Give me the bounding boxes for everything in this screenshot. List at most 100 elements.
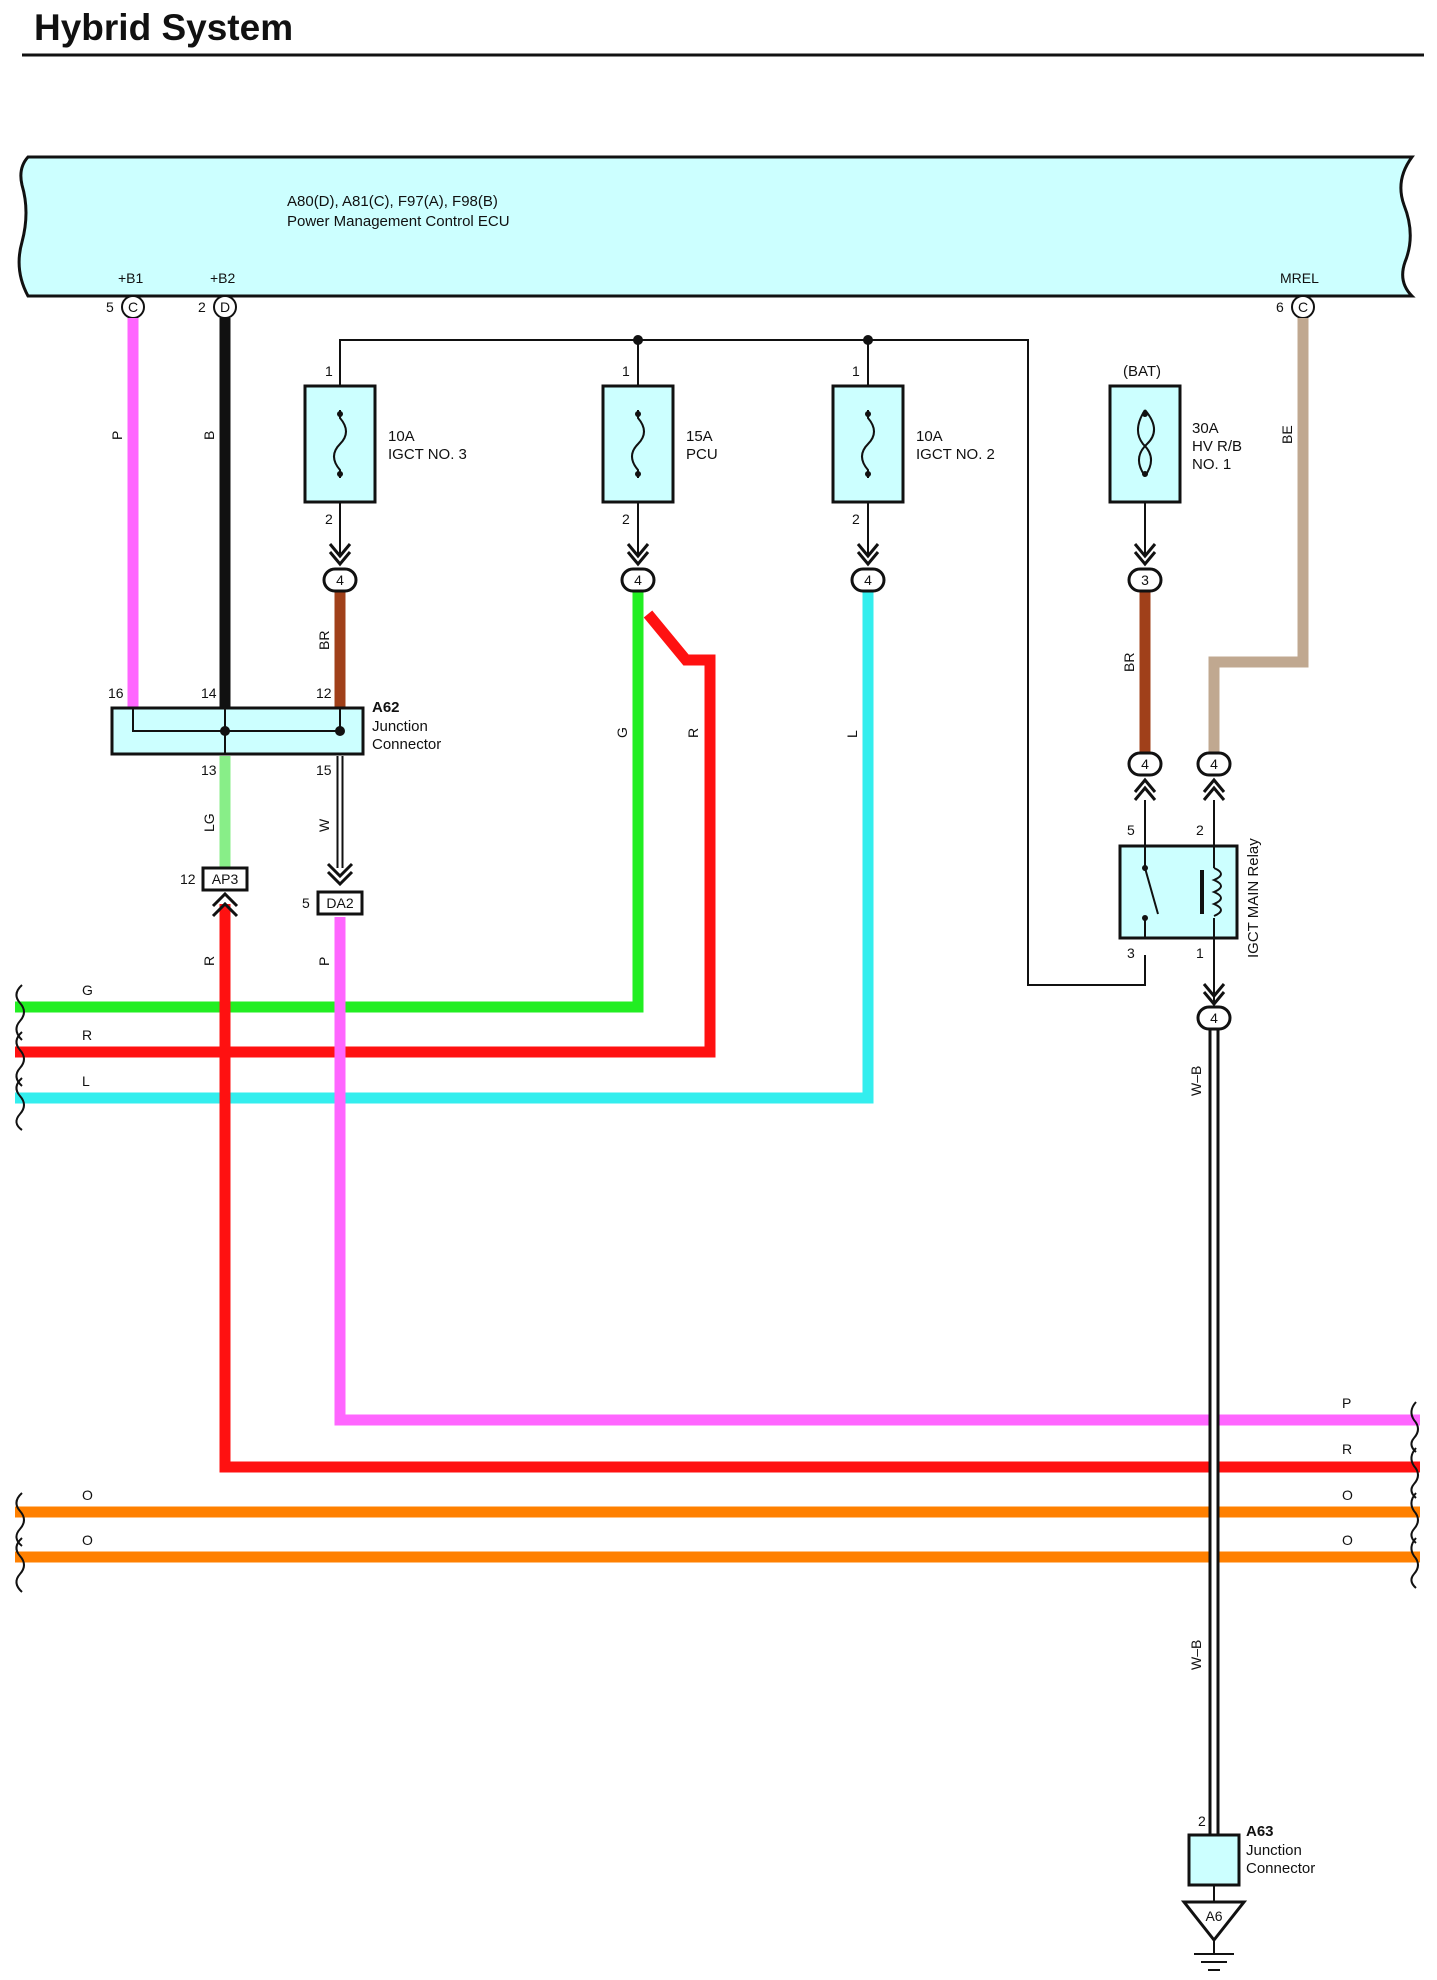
svg-text:5: 5 bbox=[106, 299, 114, 315]
splice-point bbox=[863, 335, 873, 345]
wire-cyan-igct2 bbox=[15, 592, 874, 1104]
svg-text:3: 3 bbox=[1127, 945, 1135, 961]
svg-text:14: 14 bbox=[201, 685, 217, 701]
svg-text:A63: A63 bbox=[1246, 1823, 1274, 1840]
wire-label: W bbox=[316, 818, 332, 832]
svg-text:IGCT MAIN Relay: IGCT MAIN Relay bbox=[1245, 838, 1262, 958]
wire-label: R bbox=[1342, 1441, 1352, 1457]
svg-text:13: 13 bbox=[201, 762, 217, 778]
svg-text:Junction: Junction bbox=[372, 718, 428, 735]
svg-text:PCU: PCU bbox=[686, 446, 718, 463]
fuse-leads bbox=[339, 386, 1146, 555]
wire-label: LG bbox=[201, 813, 217, 832]
ecu-block bbox=[17, 155, 1416, 298]
wire-label: P bbox=[1342, 1395, 1351, 1411]
svg-text:AP3: AP3 bbox=[212, 871, 239, 887]
wire-red-ap3 bbox=[219, 904, 1420, 1473]
svg-text:30A: 30A bbox=[1192, 420, 1219, 437]
fuse-igct-no2: 1 2 10A IGCT NO. 2 bbox=[831, 363, 995, 527]
wire-label: R bbox=[201, 956, 217, 966]
svg-text:A62: A62 bbox=[372, 699, 400, 716]
svg-text:A6: A6 bbox=[1205, 1908, 1222, 1924]
wire-label: P bbox=[316, 957, 332, 966]
wire-label: L bbox=[82, 1073, 90, 1089]
svg-text:4: 4 bbox=[336, 572, 344, 588]
splice-point bbox=[633, 335, 643, 345]
svg-text:2: 2 bbox=[1196, 822, 1204, 838]
wire-label: O bbox=[82, 1487, 93, 1503]
connector-da2: DA2 5 bbox=[302, 862, 364, 916]
supply-bus bbox=[339, 339, 1146, 986]
igct-main-relay: 5 2 3 1 IGCT MAIN Relay bbox=[1118, 822, 1262, 961]
wire-label: W–B bbox=[1188, 1066, 1204, 1096]
wire-red-pcu bbox=[15, 610, 716, 1058]
connector-ap3: AP3 12 bbox=[180, 866, 249, 918]
svg-text:1: 1 bbox=[1196, 945, 1204, 961]
wire-label: BR bbox=[1121, 653, 1137, 672]
wire-label: O bbox=[82, 1532, 93, 1548]
ecu-terminal-mrel: C 6 bbox=[1276, 295, 1315, 319]
svg-text:12: 12 bbox=[316, 685, 332, 701]
inline-connector: 4 bbox=[850, 543, 886, 593]
wire-label: L bbox=[844, 730, 860, 738]
svg-text:4: 4 bbox=[1210, 756, 1218, 772]
relay-input-connector-right: 4 bbox=[1196, 751, 1232, 801]
svg-text:5: 5 bbox=[302, 895, 310, 911]
fuse-hv-rb-no1: (BAT) 30A HV R/B NO. 1 bbox=[1108, 363, 1242, 504]
svg-text:C: C bbox=[1298, 299, 1308, 315]
ecu-terminal-b1: C 5 bbox=[106, 295, 145, 319]
svg-text:1: 1 bbox=[852, 363, 860, 379]
svg-text:NO. 1: NO. 1 bbox=[1192, 456, 1231, 473]
svg-text:6: 6 bbox=[1276, 299, 1284, 315]
wire-break-marks-right bbox=[1410, 1401, 1419, 1589]
svg-text:1: 1 bbox=[325, 363, 333, 379]
svg-text:Junction: Junction bbox=[1246, 1842, 1302, 1859]
fuse-igct-no3: 1 2 10A IGCT NO. 3 bbox=[303, 363, 467, 527]
svg-text:10A: 10A bbox=[388, 428, 415, 445]
ecu-terminal-mrel-label: MREL bbox=[1280, 270, 1319, 286]
svg-text:4: 4 bbox=[1210, 1010, 1218, 1026]
svg-text:2: 2 bbox=[852, 511, 860, 527]
svg-text:D: D bbox=[220, 299, 230, 315]
wire-green-pcu bbox=[15, 592, 644, 1013]
wire-label: R bbox=[685, 728, 701, 738]
ecu-terminal-b2-label: +B2 bbox=[210, 270, 236, 286]
wire-label: BR bbox=[316, 631, 332, 650]
svg-text:2: 2 bbox=[622, 511, 630, 527]
ecu-terminal-b1-label: +B1 bbox=[118, 270, 144, 286]
wire-label: O bbox=[1342, 1532, 1353, 1548]
wire-pink-da2 bbox=[334, 917, 1420, 1426]
wire-label: G bbox=[82, 982, 93, 998]
svg-text:15A: 15A bbox=[686, 428, 713, 445]
wire-label: W–B bbox=[1188, 1640, 1204, 1670]
svg-text:4: 4 bbox=[864, 572, 872, 588]
svg-text:12: 12 bbox=[180, 871, 196, 887]
inline-connector: 4 bbox=[322, 543, 358, 593]
relay-output-connector: 4 bbox=[1196, 983, 1232, 1031]
svg-text:3: 3 bbox=[1141, 572, 1149, 588]
svg-text:4: 4 bbox=[1141, 756, 1149, 772]
relay-input-connector-left: 4 bbox=[1127, 751, 1163, 801]
svg-text:IGCT NO. 3: IGCT NO. 3 bbox=[388, 446, 467, 463]
svg-text:Connector: Connector bbox=[372, 736, 441, 753]
svg-text:5: 5 bbox=[1127, 822, 1135, 838]
svg-text:15: 15 bbox=[316, 762, 332, 778]
svg-text:16: 16 bbox=[108, 685, 124, 701]
fuse-pcu: 1 2 15A PCU bbox=[601, 363, 718, 527]
wire-label: O bbox=[1342, 1487, 1353, 1503]
wire-label: P bbox=[109, 431, 125, 440]
svg-text:1: 1 bbox=[622, 363, 630, 379]
junction-connector-a62: 16 14 12 13 15 A62 Junction Connector bbox=[108, 685, 441, 778]
svg-text:IGCT NO. 2: IGCT NO. 2 bbox=[916, 446, 995, 463]
bat-supply-label: (BAT) bbox=[1123, 363, 1161, 380]
wire-label: R bbox=[82, 1027, 92, 1043]
inline-connector: 4 bbox=[620, 543, 656, 593]
svg-text:DA2: DA2 bbox=[326, 895, 353, 911]
svg-text:2: 2 bbox=[325, 511, 333, 527]
wire-label: B bbox=[201, 431, 217, 440]
wire-beige-mrel bbox=[1208, 318, 1309, 752]
wire-break-marks-left bbox=[15, 984, 25, 1593]
inline-connector: 3 bbox=[1127, 543, 1163, 593]
svg-text:10A: 10A bbox=[916, 428, 943, 445]
svg-text:2: 2 bbox=[1198, 1813, 1206, 1829]
